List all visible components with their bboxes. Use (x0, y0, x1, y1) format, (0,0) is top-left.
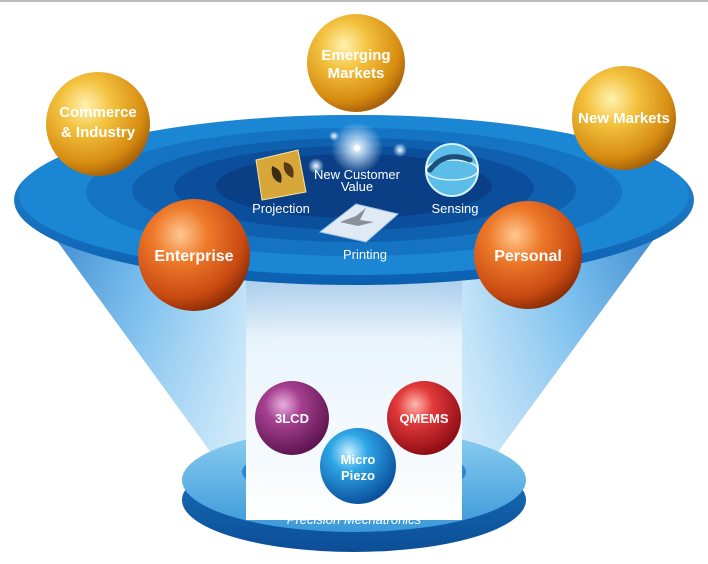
center-value-title-line2: Value (341, 179, 373, 194)
projection-label: Projection (252, 201, 310, 216)
sensing-label: Sensing (432, 201, 479, 216)
spark-2 (393, 143, 407, 157)
sphere-commerce-industry: Commerce & Industry (46, 72, 150, 176)
personal-label: Personal (494, 248, 562, 265)
precision-mechatronics-label: Precision Mechatronics (287, 512, 422, 527)
emerging-markets-line2: Markets (328, 65, 385, 82)
commerce-industry-line2: & Industry (61, 124, 136, 141)
spark-core (354, 145, 360, 151)
sphere-personal: Personal (474, 201, 582, 309)
sphere-new-markets: New Markets (572, 66, 676, 170)
commerce-industry-line1: Commerce (59, 104, 137, 121)
micro-piezo-line1: Micro (341, 452, 376, 467)
micro-piezo-line2: Piezo (341, 468, 375, 483)
emerging-markets-line1: Emerging (321, 47, 390, 64)
sphere-enterprise: Enterprise (138, 199, 250, 311)
printing-icon (318, 203, 400, 243)
sphere-micro-piezo: Micro Piezo (320, 428, 396, 504)
center-value-title-line1: New Customer (314, 167, 401, 182)
projection-icon (255, 149, 307, 201)
enterprise-label: Enterprise (154, 248, 233, 265)
sphere-3lcd: 3LCD (255, 381, 329, 455)
3lcd-label: 3LCD (275, 411, 309, 426)
spark-3 (329, 131, 339, 141)
printing-label: Printing (343, 247, 387, 262)
sphere-qmems: QMEMS (387, 381, 461, 455)
sphere-emerging-markets: Emerging Markets (307, 14, 405, 112)
spark-1 (308, 158, 324, 174)
new-markets-label: New Markets (578, 110, 670, 127)
sensing-icon (425, 143, 479, 197)
qmems-label: QMEMS (399, 411, 448, 426)
